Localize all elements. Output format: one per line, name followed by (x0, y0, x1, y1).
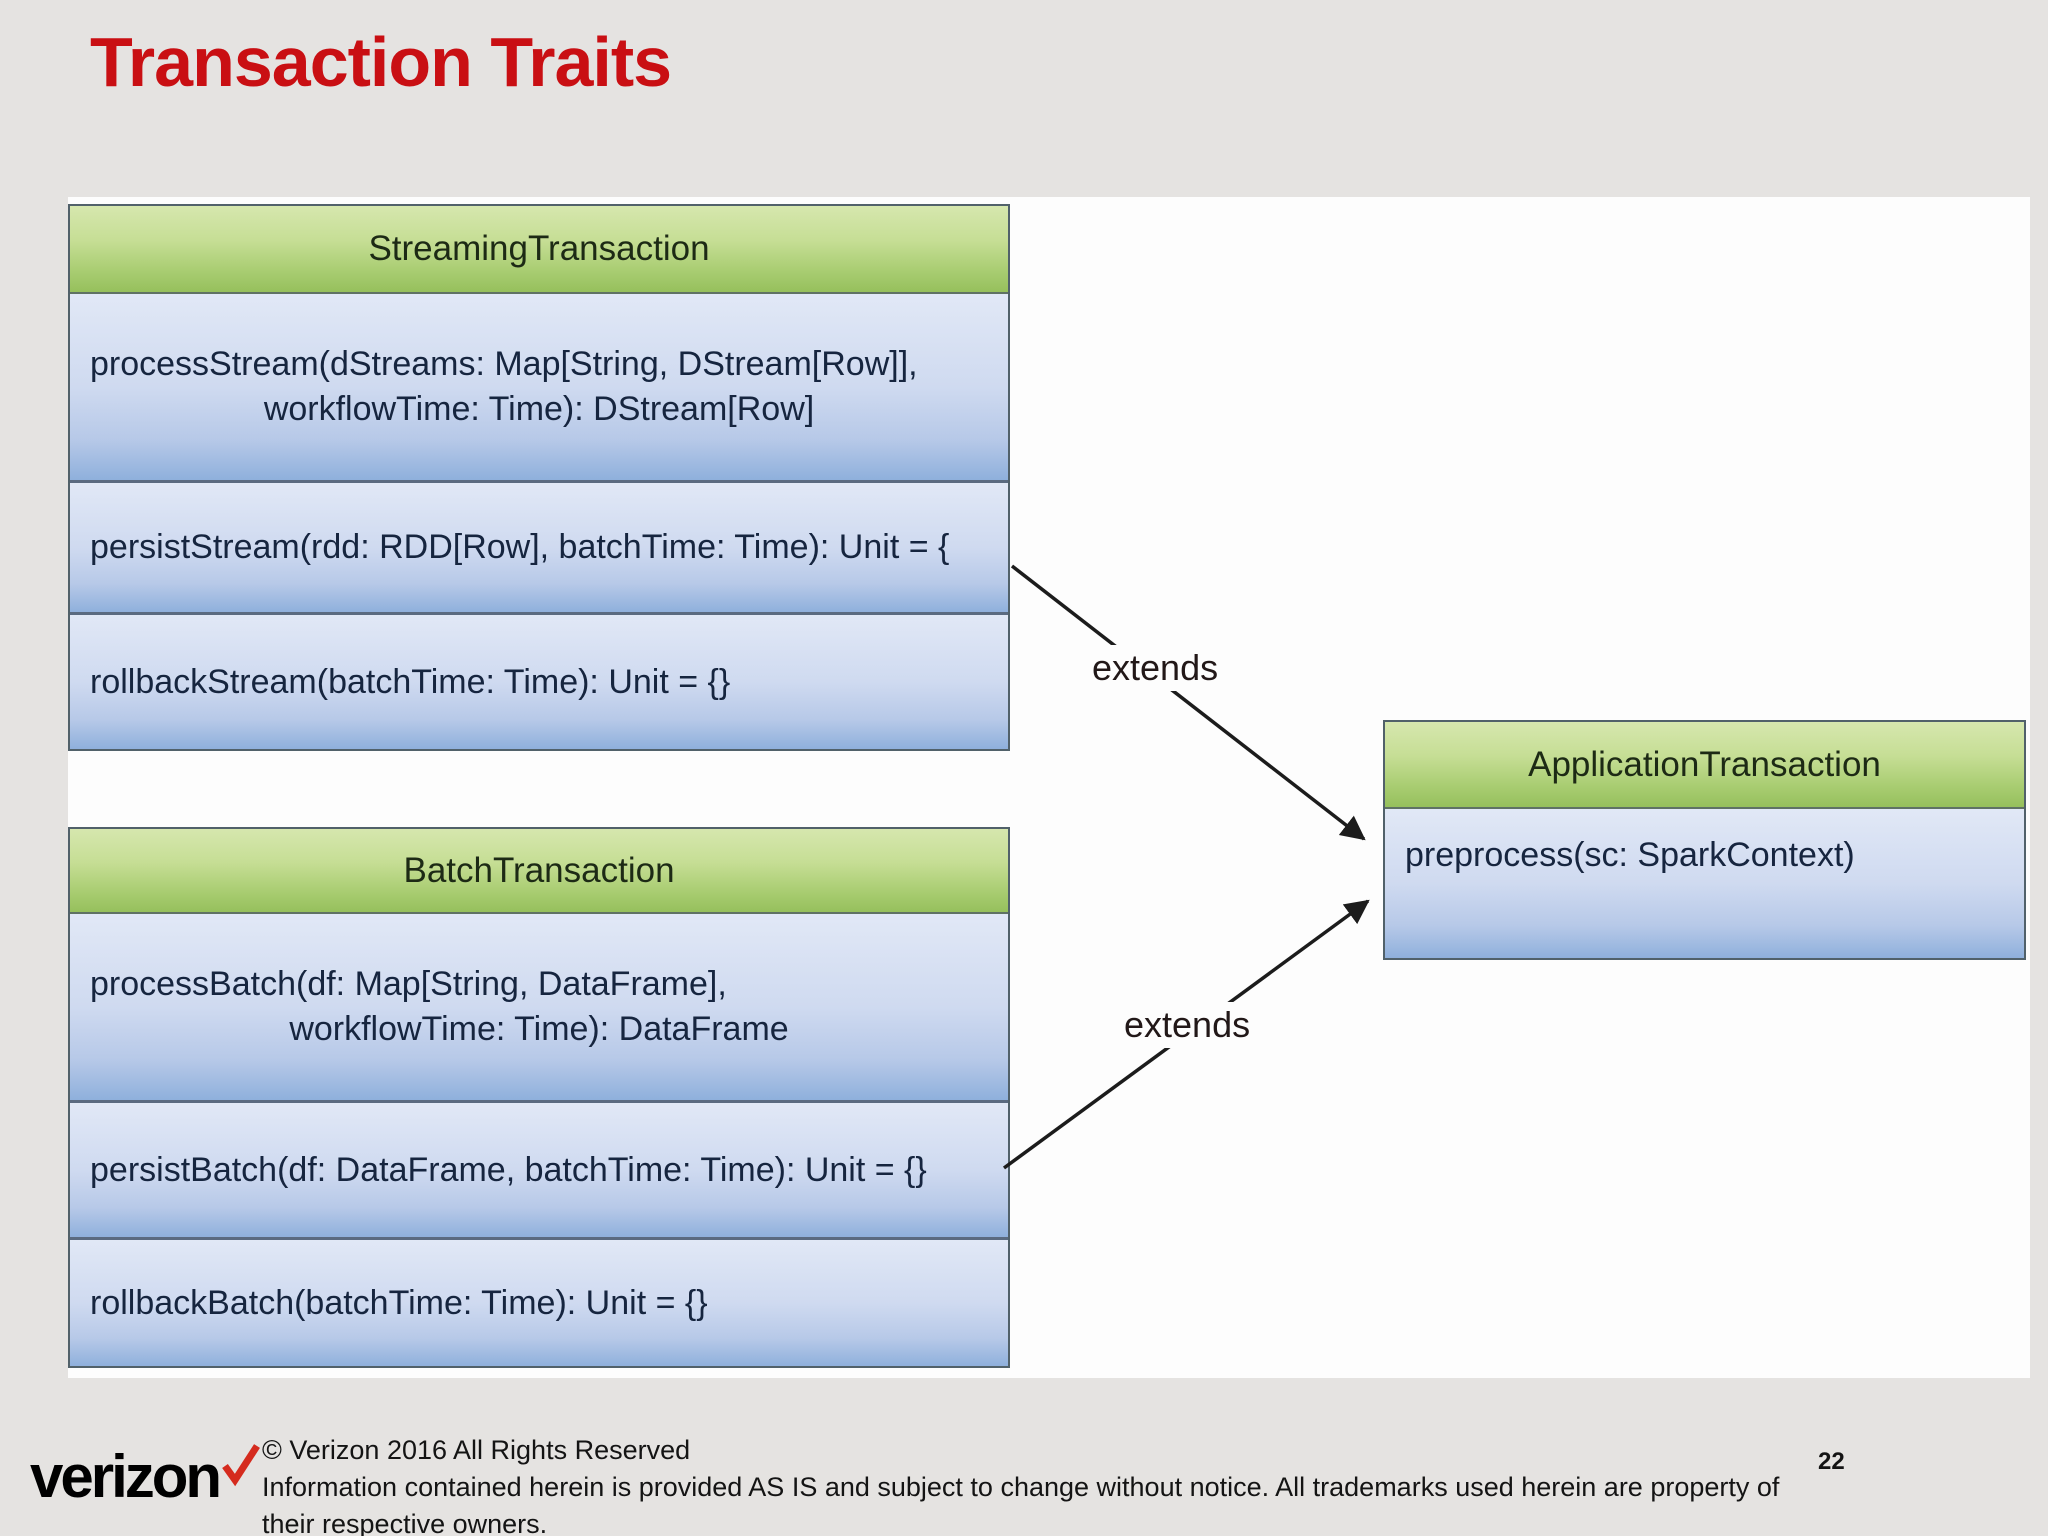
method-row-preprocess: preprocess(sc: SparkContext) (1385, 809, 2024, 958)
method-text: processStream(dStreams: Map[String, DStr… (90, 345, 918, 384)
footer-copyright: © Verizon 2016 All Rights Reserved (262, 1435, 691, 1465)
method-row-process-stream: processStream(dStreams: Map[String, DStr… (70, 294, 1008, 480)
method-row-rollback-stream: rollbackStream(batchTime: Time): Unit = … (70, 612, 1008, 749)
class-box-batch-transaction: BatchTransaction processBatch(df: Map[St… (68, 827, 1010, 1368)
method-text: workflowTime: Time): DStream[Row] (263, 390, 815, 428)
footer-legal: © Verizon 2016 All Rights Reserved Infor… (262, 1432, 1902, 1536)
verizon-logo: verizon (30, 1442, 261, 1511)
extends-label-streaming: extends (1078, 645, 1233, 691)
page-number: 22 (1818, 1448, 1845, 1475)
verizon-check-icon (222, 1444, 261, 1487)
class-name-streaming: StreamingTransaction (368, 229, 710, 268)
extends-label-batch: extends (1110, 1002, 1265, 1048)
class-box-application-transaction: ApplicationTransaction preprocess(sc: Sp… (1383, 720, 2026, 960)
class-header-application: ApplicationTransaction (1385, 722, 2024, 809)
class-name-application: ApplicationTransaction (1528, 744, 1881, 784)
method-text: processBatch(df: Map[String, DataFrame], (90, 965, 727, 1004)
method-row-persist-stream: persistStream(rdd: RDD[Row], batchTime: … (70, 480, 1008, 612)
method-row-rollback-batch: rollbackBatch(batchTime: Time): Unit = {… (70, 1237, 1008, 1366)
footer-disclaimer-line1: Information contained herein is provided… (262, 1472, 1780, 1502)
class-name-batch: BatchTransaction (403, 850, 675, 890)
slide-title: Transaction Traits (90, 23, 672, 101)
verizon-logo-text: verizon (30, 1443, 222, 1510)
class-header-streaming: StreamingTransaction (70, 206, 1008, 294)
method-text: rollbackStream(batchTime: Time): Unit = … (90, 662, 731, 701)
class-box-streaming-transaction: StreamingTransaction processStream(dStre… (68, 204, 1010, 751)
footer-disclaimer-line2: their respective owners. (262, 1509, 548, 1536)
class-header-batch: BatchTransaction (70, 829, 1008, 914)
method-text: persistStream(rdd: RDD[Row], batchTime: … (90, 528, 950, 567)
method-text: rollbackBatch(batchTime: Time): Unit = {… (90, 1283, 708, 1322)
method-row-process-batch: processBatch(df: Map[String, DataFrame],… (70, 914, 1008, 1100)
method-text: persistBatch(df: DataFrame, batchTime: T… (90, 1150, 927, 1189)
method-row-persist-batch: persistBatch(df: DataFrame, batchTime: T… (70, 1100, 1008, 1237)
method-text: workflowTime: Time): DataFrame (289, 1010, 789, 1048)
method-text: preprocess(sc: SparkContext) (1405, 836, 1855, 874)
